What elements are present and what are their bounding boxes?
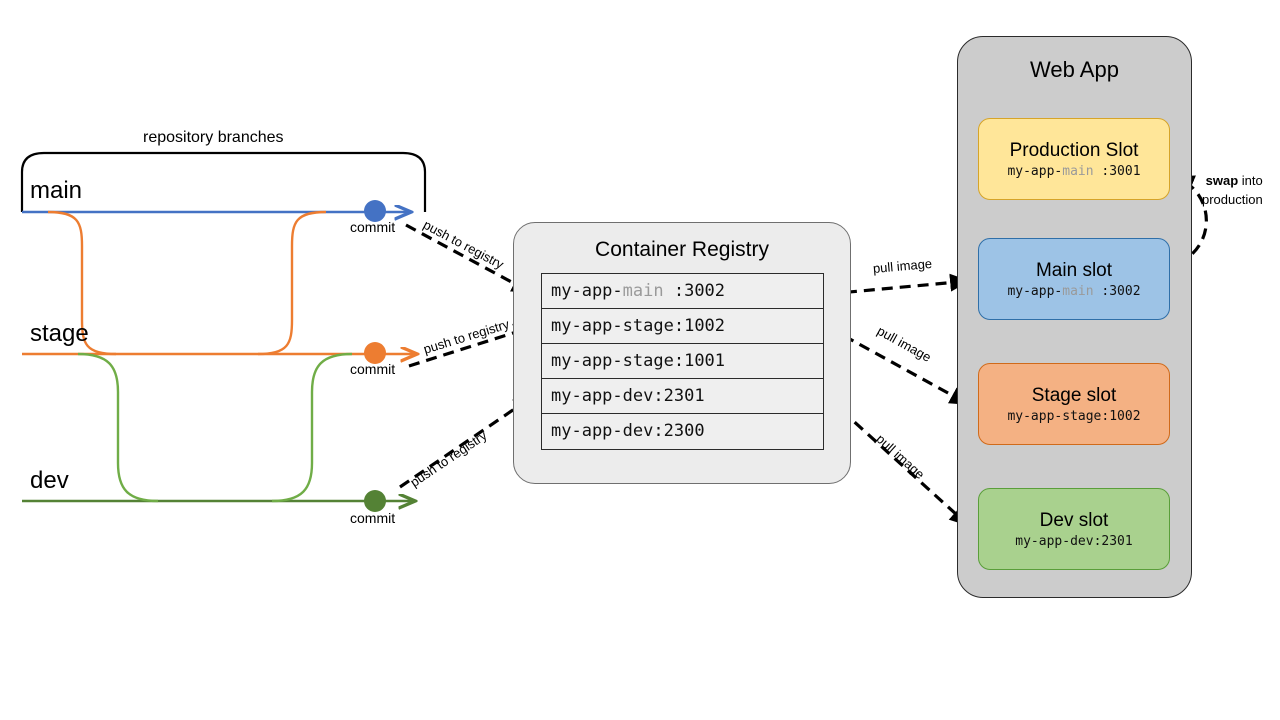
commit-label-dev: commit	[350, 510, 396, 526]
repository-bracket	[20, 151, 427, 212]
registry-image-branch: dev	[622, 421, 654, 441]
commit-dot-dev	[364, 490, 386, 512]
branch-label-dev: dev	[30, 467, 69, 494]
slot-image-tag: :3002	[1093, 283, 1141, 299]
slot-dev[interactable]: Dev slot my-app-dev:2301	[978, 488, 1170, 570]
edge-pull-stage	[827, 325, 970, 406]
slot-image-branch: main	[1062, 283, 1094, 299]
branch-fork-stage	[47, 210, 327, 356]
edge-push-stage	[408, 323, 534, 368]
registry-row[interactable]: my-app-main :3002	[542, 274, 823, 309]
registry-image-prefix: my-app-	[551, 421, 623, 441]
registry-row[interactable]: my-app-dev:2300	[542, 414, 823, 449]
slot-image-prefix: my-app-	[1015, 533, 1071, 549]
slot-image-tag: :1002	[1101, 408, 1141, 424]
registry-row[interactable]: my-app-dev:2301	[542, 379, 823, 414]
slot-stage-image: my-app-stage:1002	[1007, 409, 1140, 424]
swap-rest-text: into	[1238, 173, 1263, 188]
slot-image-prefix: my-app-	[1007, 283, 1063, 299]
registry-image-prefix: my-app-	[551, 281, 623, 301]
commit-label-main: commit	[350, 219, 396, 235]
registry-image-prefix: my-app-	[551, 316, 623, 336]
registry-image-tag: :1001	[673, 351, 726, 371]
container-registry-title: Container Registry	[595, 238, 769, 261]
branch-fork-dev	[77, 352, 353, 503]
branch-label-main: main	[30, 177, 83, 204]
registry-image-branch: stage	[622, 316, 674, 336]
edge-pull-dev	[826, 396, 970, 527]
slot-main-title: Main slot	[1035, 259, 1113, 281]
branch-label-stage: stage	[30, 320, 89, 347]
registry-image-tag: :3002	[663, 281, 726, 301]
slot-image-branch: stage	[1062, 408, 1102, 424]
slot-main-image: my-app-main :3002	[1007, 284, 1140, 299]
registry-image-tag: :2300	[653, 421, 705, 441]
registry-image-tag: :1002	[673, 316, 726, 336]
swap-line2-text: production	[1202, 191, 1263, 207]
edge-label-swap-into-production: swap into production	[1202, 172, 1263, 210]
slot-dev-title: Dev slot	[1039, 509, 1109, 531]
commit-label-stage: commit	[350, 361, 396, 377]
slot-image-tag: :3001	[1093, 163, 1141, 179]
commit-dot-stage	[364, 342, 386, 364]
slot-image-branch: dev	[1070, 533, 1094, 549]
slot-image-tag: :2301	[1093, 533, 1133, 549]
edge-push-main	[405, 223, 532, 294]
registry-image-tag: :2301	[653, 386, 705, 406]
slot-image-prefix: my-app-	[1007, 408, 1063, 424]
repository-bracket-label: repository branches	[143, 129, 284, 146]
slot-stage-title: Stage slot	[1031, 384, 1117, 406]
edge-push-dev	[399, 395, 534, 489]
registry-image-branch: stage	[622, 351, 674, 371]
slot-stage[interactable]: Stage slot my-app-stage:1002	[978, 363, 1170, 445]
web-app-title: Web App	[1030, 57, 1119, 82]
slot-production[interactable]: Production Slot my-app-main :3001	[978, 118, 1170, 200]
slot-image-branch: main	[1062, 163, 1094, 179]
slot-image-prefix: my-app-	[1007, 163, 1063, 179]
slot-main[interactable]: Main slot my-app-main :3002	[978, 238, 1170, 320]
edge-pull-main	[827, 273, 970, 296]
registry-image-branch: main	[622, 281, 664, 301]
registry-image-branch: dev	[622, 386, 654, 406]
slot-dev-image: my-app-dev:2301	[1015, 534, 1132, 549]
slot-production-image: my-app-main :3001	[1007, 164, 1140, 179]
container-registry-image-list: my-app-main :3002 my-app-stage:1002 my-a…	[541, 273, 824, 450]
registry-image-prefix: my-app-	[551, 386, 623, 406]
commit-dot-main	[364, 200, 386, 222]
registry-row[interactable]: my-app-stage:1002	[542, 309, 823, 344]
registry-row[interactable]: my-app-stage:1001	[542, 344, 823, 379]
swap-strong-text: swap	[1205, 173, 1239, 188]
registry-image-prefix: my-app-	[551, 351, 623, 371]
slot-production-title: Production Slot	[1009, 139, 1139, 161]
